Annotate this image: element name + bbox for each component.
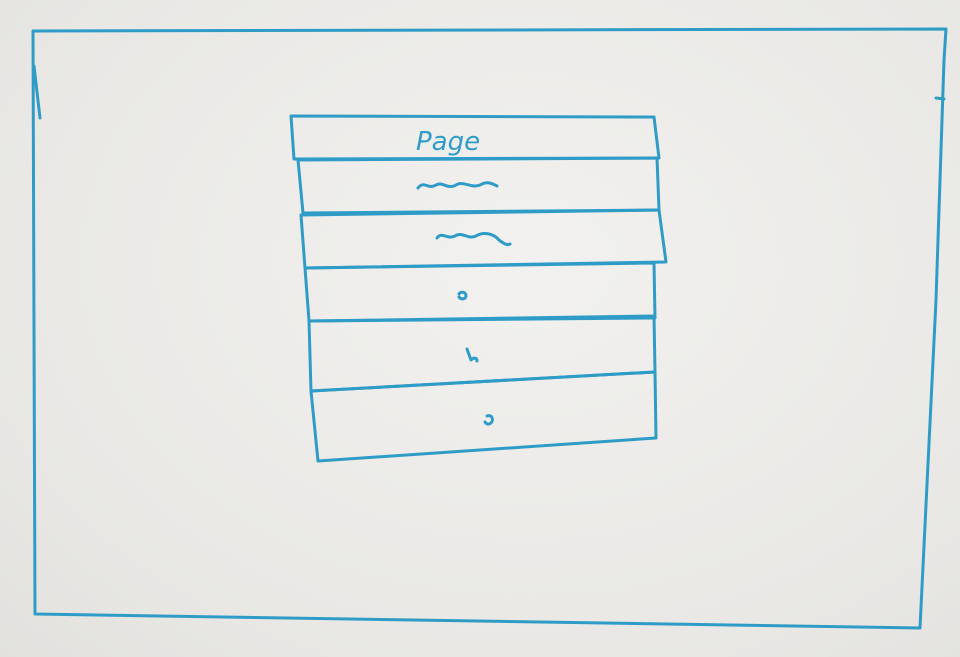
list-row-5 (309, 370, 658, 463)
squiggle-placeholder-2 (435, 231, 512, 247)
page-title: Page (416, 127, 480, 157)
mark-placeholder-2 (465, 347, 479, 363)
frame-tick-right (934, 96, 946, 101)
frame-tick-left (32, 64, 42, 120)
page-list: Page (289, 114, 668, 463)
list-row-3 (303, 261, 657, 323)
list-row-4 (307, 314, 657, 393)
list-row-header (289, 114, 661, 161)
mark-placeholder-3 (483, 414, 494, 426)
squiggle-placeholder-1 (416, 181, 499, 190)
outer-frame (31, 27, 948, 630)
list-row-2 (299, 208, 668, 270)
mark-placeholder-1 (457, 290, 468, 301)
